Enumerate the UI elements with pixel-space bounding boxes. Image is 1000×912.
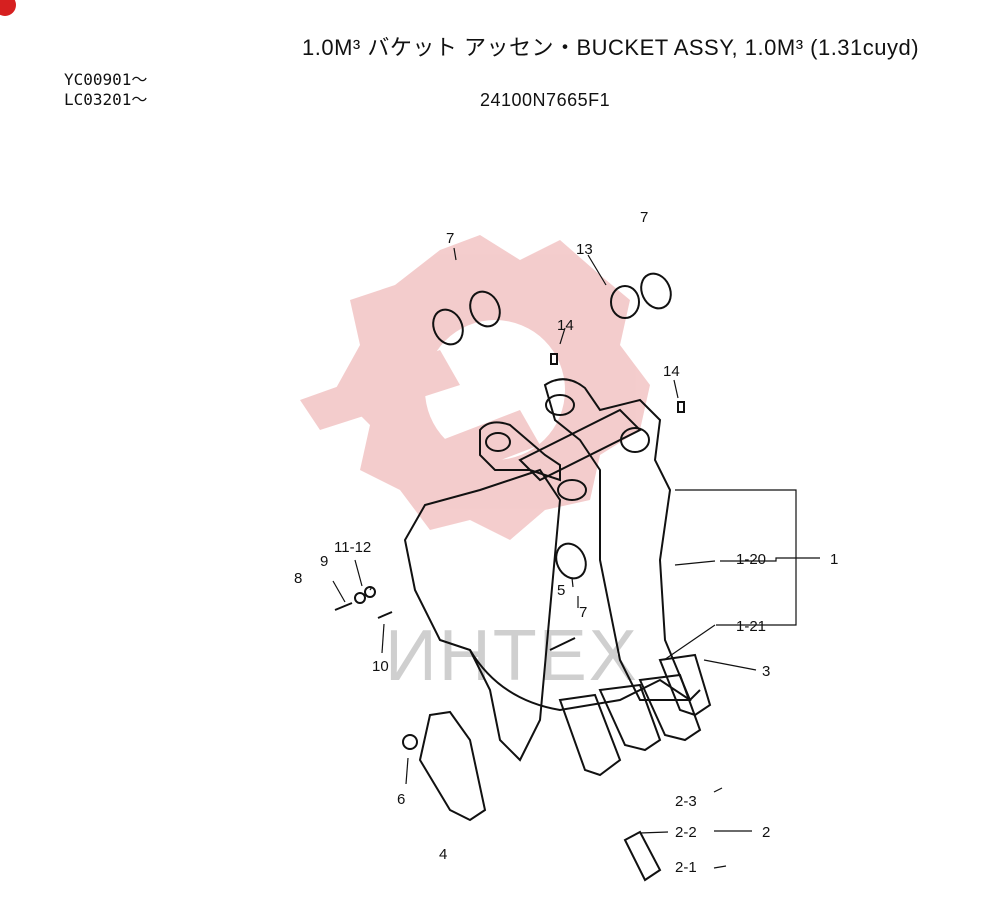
bolt-8 [334, 602, 353, 611]
grease-fitting-14b [677, 401, 685, 413]
callout-6: 6 [397, 791, 405, 808]
page-badge-icon [0, 0, 16, 16]
bucket-teeth [558, 653, 712, 777]
callout-11-12: 11-12 [334, 539, 371, 556]
callout-1: 1 [830, 551, 838, 568]
bolt-center [549, 637, 576, 651]
diagram-title: 1.0M³ バケット アッセン・BUCKET ASSY, 1.0M³ (1.31… [302, 35, 920, 60]
pin-plate-13 [610, 285, 640, 319]
part-number: 24100N7665F1 [480, 90, 611, 110]
callout-3: 3 [762, 663, 770, 680]
callout-7-center: 7 [579, 604, 587, 621]
callout-13: 13 [576, 241, 593, 258]
callout-4: 4 [439, 846, 447, 863]
callout-2-2: 2-2 [675, 824, 697, 841]
callout-1-20: 1-20 [736, 551, 766, 568]
callout-10: 10 [372, 658, 389, 675]
nut-6 [402, 734, 418, 750]
callout-5: 5 [557, 582, 565, 599]
pin-10 [377, 611, 393, 619]
o-ring-7a [432, 308, 464, 346]
callout-1-21: 1-21 [736, 618, 766, 635]
bucket-cross-tube [518, 408, 642, 482]
serial-range-2: LC03201～ [64, 90, 148, 109]
o-ring-7c [640, 272, 672, 310]
watermark-gear-icon [300, 235, 650, 540]
callout-14-a: 14 [557, 317, 574, 334]
serial-range-1: YC00901～ [64, 70, 148, 89]
callout-7-top-right: 7 [640, 209, 648, 226]
grease-fitting-14a [550, 353, 558, 365]
callout-9: 9 [320, 553, 328, 570]
callout-2: 2 [762, 824, 770, 841]
callout-2-3: 2-3 [675, 793, 697, 810]
o-ring-7b [469, 290, 501, 328]
callout-14-b: 14 [663, 363, 680, 380]
side-cutter-plate [418, 710, 487, 822]
bucket-right-bracket [543, 378, 692, 701]
watermark-text: ИНТЕХ [385, 616, 639, 696]
bucket-left-side-plate [403, 468, 562, 762]
callout-7-top-left: 7 [446, 230, 454, 247]
tooth-2-detail [623, 830, 662, 882]
bucket-left-ear [479, 421, 561, 482]
o-ring-5 [555, 542, 587, 580]
callout-8: 8 [294, 570, 302, 587]
callout-2-1: 2-1 [675, 859, 697, 876]
bucket-bottom-shell [469, 649, 701, 712]
